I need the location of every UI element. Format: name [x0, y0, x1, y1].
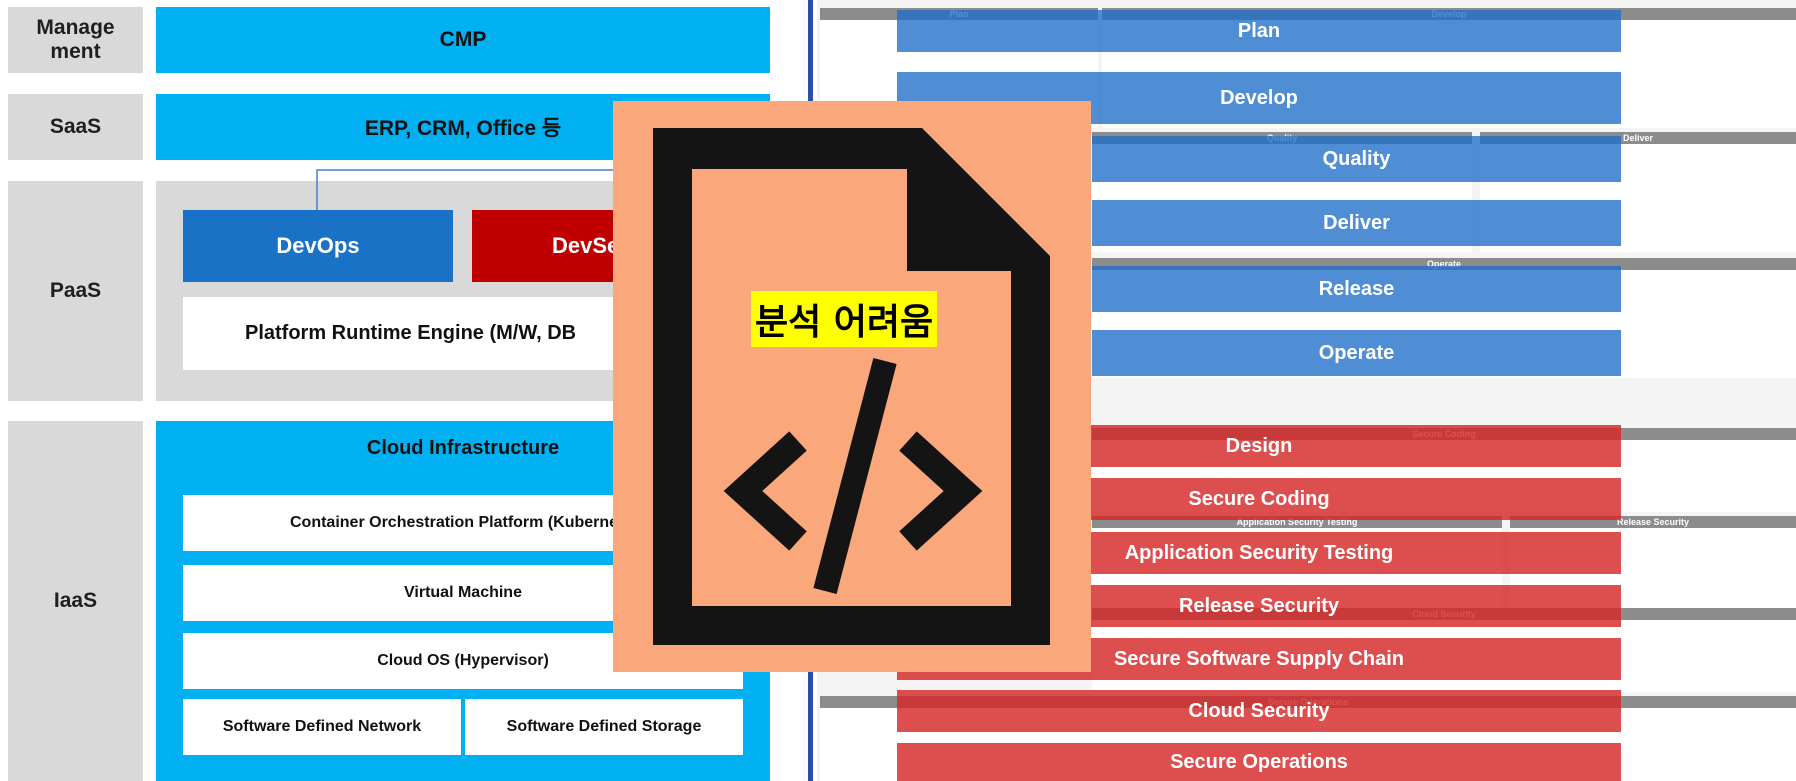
sds-box: Software Defined Storage — [465, 699, 743, 755]
devops-box: DevOps — [183, 210, 453, 282]
code-file-overlay: 분석 어려움 — [613, 101, 1091, 672]
stage-plan: Plan — [897, 10, 1621, 52]
cloud-infra-title: Cloud Infrastructure — [366, 436, 560, 459]
layer-label-management: Manage ment — [8, 7, 143, 73]
stage-release: Release — [1092, 266, 1621, 312]
layer-label-iaas: IaaS — [8, 421, 143, 781]
overlay-label: 분석 어려움 — [751, 291, 938, 347]
stage-deliver: Deliver — [1092, 200, 1621, 246]
cmp-band: CMP — [156, 7, 770, 73]
stage-cloud-security: Cloud Security — [897, 690, 1621, 732]
stage-quality: Quality — [1092, 136, 1621, 182]
stage-operate: Operate — [1092, 330, 1621, 376]
code-file-icon — [653, 128, 1050, 645]
stage-secure-operations: Secure Operations — [897, 743, 1621, 781]
sdn-box: Software Defined Network — [183, 699, 461, 755]
layer-label-paas: PaaS — [8, 181, 143, 401]
layer-label-saas: SaaS — [8, 94, 143, 160]
